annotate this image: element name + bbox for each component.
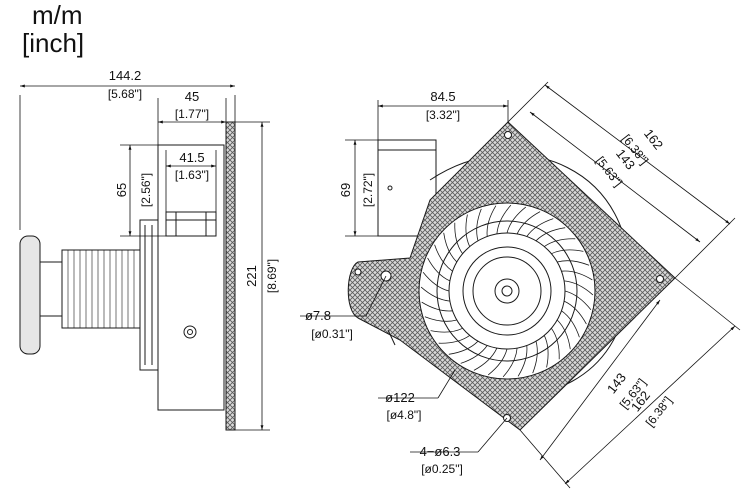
wheel-blade bbox=[473, 347, 498, 371]
wheel-blade bbox=[517, 345, 528, 377]
unit-metric-label: m/m bbox=[32, 0, 83, 30]
wheel-blade bbox=[486, 205, 497, 237]
dim-plate-diag-top-mm: 162 bbox=[641, 126, 666, 152]
wheel-blade bbox=[551, 249, 584, 255]
wheel-blade bbox=[496, 204, 512, 234]
side-motor-bearing bbox=[39, 261, 63, 317]
unit-imperial-label: [inch] bbox=[22, 28, 84, 58]
front-mount-hole bbox=[656, 275, 664, 283]
wheel-blade bbox=[427, 257, 451, 282]
wheel-blade bbox=[460, 345, 488, 364]
dim-outlet-height2-inch: [2.72"] bbox=[361, 173, 375, 207]
dim-plate-height-inch: [8.69"] bbox=[265, 259, 279, 293]
wheel-blade bbox=[476, 208, 482, 241]
dim-small-hole-mm: ø7.8 bbox=[305, 308, 331, 323]
side-view-dimensions bbox=[19, 84, 270, 431]
wheel-blade bbox=[532, 341, 538, 374]
wheel-blade bbox=[487, 348, 508, 376]
dim-wheel-diameter-inch: [ø4.8"] bbox=[387, 408, 422, 422]
dim-housing-depth-mm: 45 bbox=[185, 89, 199, 104]
wheel-blade bbox=[434, 244, 453, 272]
dim-outlet-height-inch: [2.56"] bbox=[139, 173, 153, 207]
dim-plate-height-mm: 221 bbox=[244, 265, 259, 287]
dim-outlet-height-mm: 65 bbox=[114, 183, 129, 197]
side-motor-flange bbox=[139, 219, 159, 371]
dim-wheel-diameter-mm: ø122 bbox=[385, 390, 415, 405]
dim-outlet-depth-inch: [1.63"] bbox=[175, 168, 209, 182]
wheel-blade bbox=[557, 260, 590, 266]
front-view-dimensions bbox=[300, 81, 741, 489]
side-outlet bbox=[165, 211, 217, 237]
wheel-blade bbox=[564, 280, 594, 296]
wheel-blade bbox=[502, 348, 518, 378]
dim-housing-depth-inch: [1.77"] bbox=[175, 107, 209, 121]
dim-outlet-height2-mm: 69 bbox=[338, 183, 353, 197]
wheel-blade bbox=[561, 270, 593, 281]
dim-outlet-depth-mm: 41.5 bbox=[179, 150, 204, 165]
front-shaft bbox=[501, 285, 513, 297]
side-mounting-plate bbox=[225, 121, 236, 431]
wheel-blade bbox=[443, 232, 458, 263]
side-motor-endcap bbox=[19, 235, 41, 355]
wheel-blade bbox=[422, 271, 450, 292]
wheel-blade bbox=[420, 286, 450, 302]
wheel-blade bbox=[430, 327, 463, 333]
wheel-blade bbox=[465, 214, 471, 247]
dim-overall-width-mm: 144.2 bbox=[109, 68, 142, 83]
dim-overall-width-inch: [5.68"] bbox=[108, 87, 142, 101]
side-motor-body bbox=[61, 249, 141, 329]
front-mount-hole bbox=[504, 131, 512, 139]
wheel-blade bbox=[421, 301, 453, 312]
wheel-blade bbox=[448, 340, 479, 355]
wheel-blade bbox=[454, 222, 463, 254]
wheel-blade bbox=[424, 316, 457, 322]
wheel-blade bbox=[506, 206, 527, 234]
dim-outlet-width-inch: [3.32"] bbox=[426, 108, 460, 122]
side-view bbox=[19, 121, 236, 431]
dim-mount-holes-inch: [ø0.25"] bbox=[421, 462, 463, 476]
dim-outlet-width-mm: 84.5 bbox=[430, 89, 455, 104]
dim-mount-holes-mm: 4−ø6.3 bbox=[420, 444, 461, 459]
dim-small-hole-inch: [ø0.31"] bbox=[311, 327, 353, 341]
side-housing bbox=[157, 144, 225, 411]
wheel-blade bbox=[438, 335, 470, 344]
